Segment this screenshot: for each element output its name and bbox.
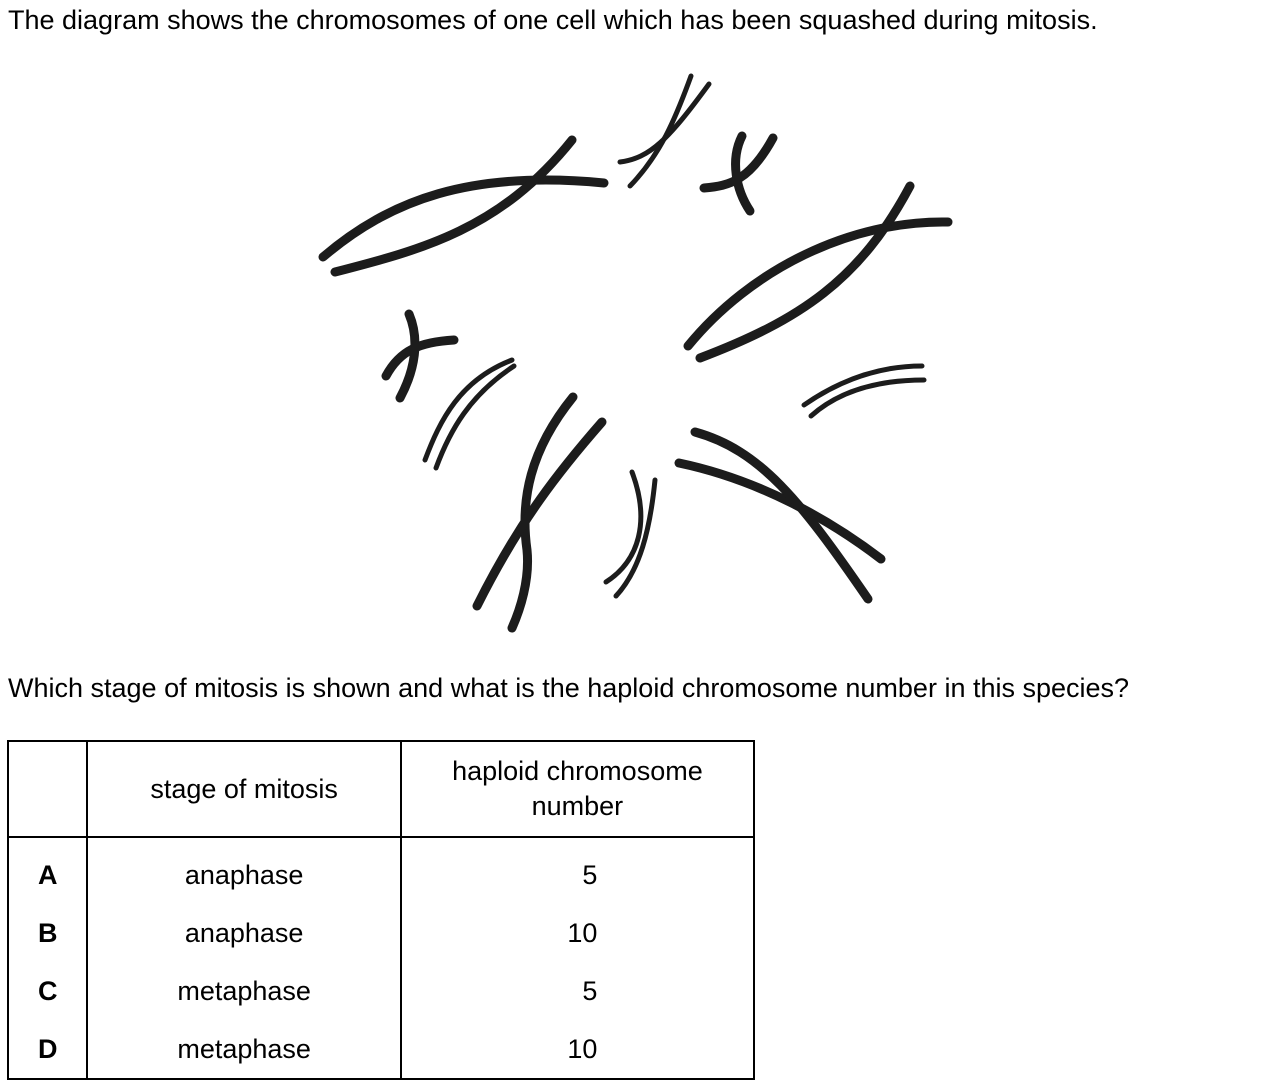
table-row: B anaphase 10: [8, 904, 754, 962]
chromosome-diagram-svg: [318, 73, 953, 633]
header-haploid-number-line2: number: [531, 791, 624, 821]
header-key: [8, 741, 89, 838]
chromosome-1: [318, 135, 609, 277]
question-prompt: Which stage of mitosis is shown and what…: [8, 673, 1130, 703]
chromosome-5: [381, 309, 459, 403]
option-key: D: [8, 1020, 89, 1079]
chromosome-3: [699, 131, 778, 216]
option-number-cell: 10: [401, 904, 754, 962]
option-number: 5: [582, 975, 598, 1006]
option-number-cell: 5: [401, 837, 754, 904]
option-stage: metaphase: [87, 1020, 402, 1079]
table-header-row: stage of mitosis haploid chromosome numb…: [8, 741, 754, 838]
option-number-cell: 5: [401, 962, 754, 1020]
option-stage: metaphase: [87, 962, 402, 1020]
option-key: C: [8, 962, 89, 1020]
table-row: D metaphase 10: [8, 1020, 754, 1079]
chromosome-7: [472, 392, 607, 633]
option-number: 5: [582, 859, 598, 890]
chromosome-diagram: [300, 60, 980, 640]
question-intro: The diagram shows the chromosomes of one…: [8, 5, 1098, 35]
header-haploid-number: haploid chromosome number: [400, 741, 754, 838]
chromosome-8: [603, 469, 658, 599]
option-number-cell: 10: [401, 1020, 754, 1079]
chromosome-9: [674, 427, 886, 604]
chromosome-4: [683, 181, 953, 363]
chromosome-10: [801, 363, 927, 419]
table-row: C metaphase 5: [8, 962, 754, 1020]
chromosome-6: [422, 357, 517, 471]
header-haploid-number-line1: haploid chromosome: [452, 756, 703, 786]
table-row: A anaphase 5: [8, 837, 754, 904]
option-stage: anaphase: [87, 904, 402, 962]
option-number: 10: [567, 1033, 598, 1064]
option-stage: anaphase: [87, 837, 402, 904]
option-key: A: [8, 837, 89, 904]
chromosome-2: [617, 73, 712, 189]
option-number: 10: [567, 917, 598, 948]
answer-options-table: stage of mitosis haploid chromosome numb…: [7, 740, 755, 1080]
option-key: B: [8, 904, 89, 962]
header-stage-of-mitosis: stage of mitosis: [87, 741, 402, 838]
